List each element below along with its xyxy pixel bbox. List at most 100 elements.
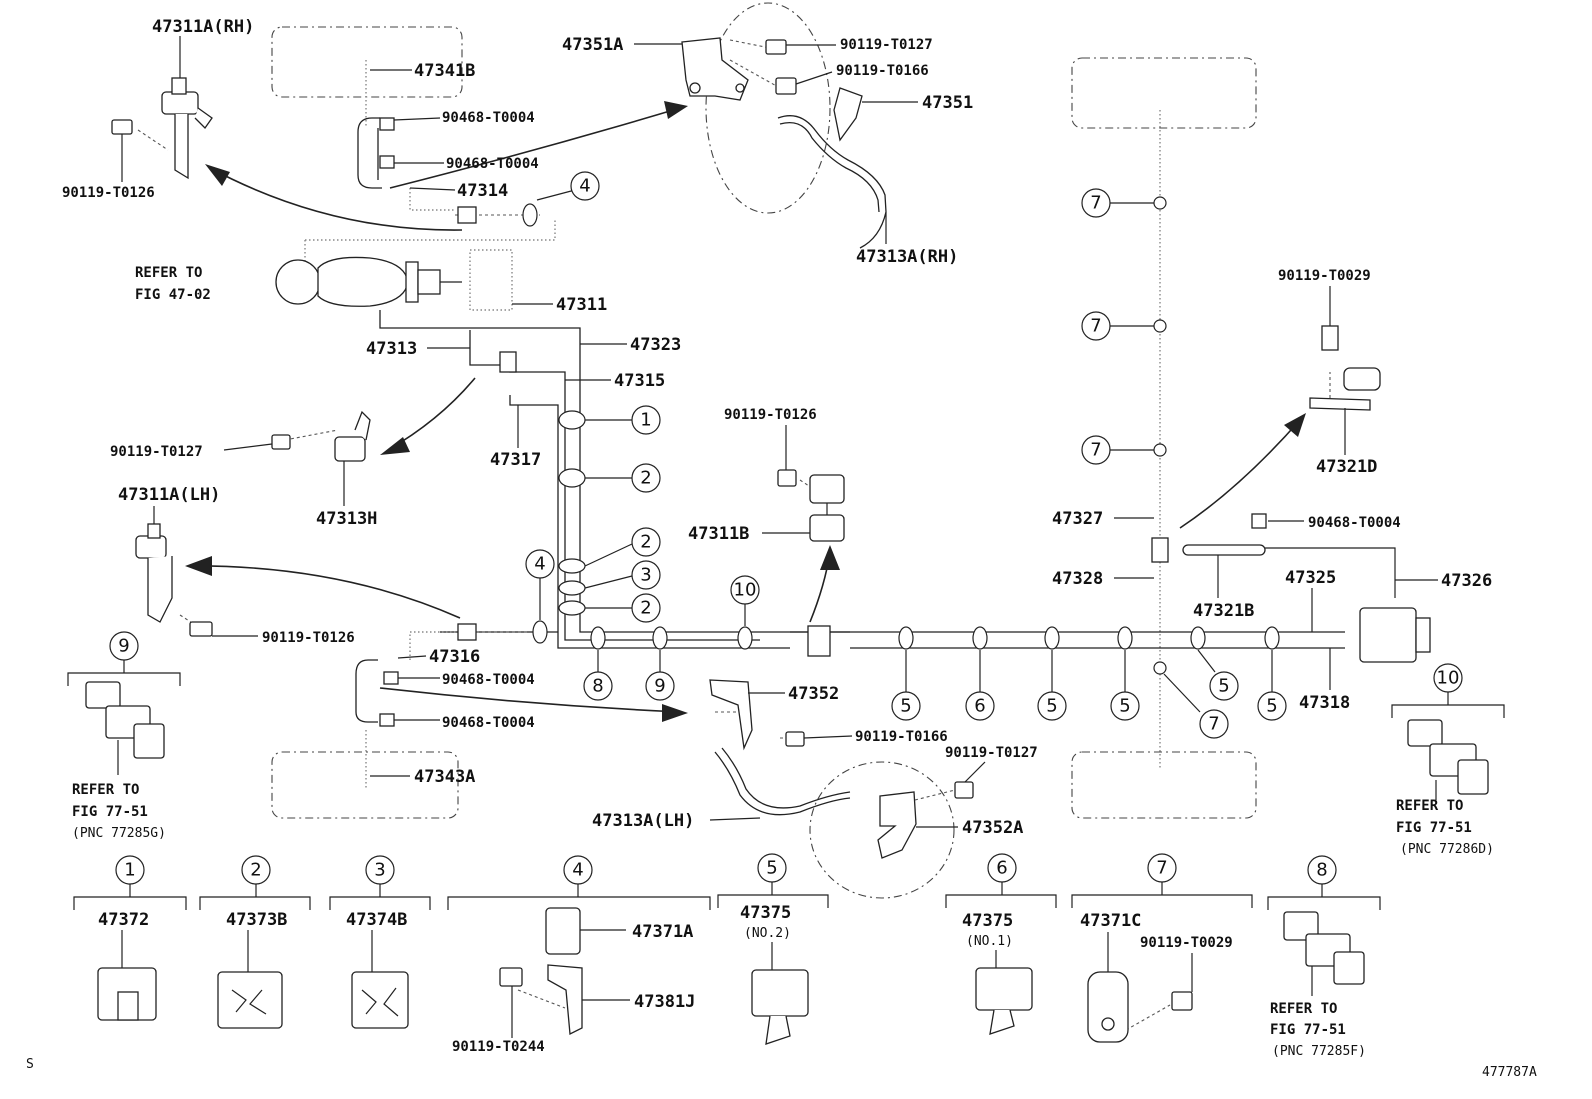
label-47371A: 47371A	[632, 922, 693, 942]
label-47352A: 47352A	[962, 818, 1023, 838]
footer-left-mark: S	[26, 1057, 34, 1072]
key-1: 1 47372	[73, 855, 187, 1021]
part-47311A-lh-bracket	[135, 523, 173, 623]
callout-5-d: 5	[1218, 676, 1229, 697]
label-47341B: 47341B	[414, 61, 475, 81]
arrow-head-47313H	[380, 437, 410, 455]
callout-2-pipe-b: 2	[640, 532, 651, 553]
label-47351: 47351	[922, 93, 973, 113]
ref-callout-9: 9	[118, 636, 129, 657]
fig-77-51-a: FIG 77-51	[72, 804, 148, 820]
label-47328: 47328	[1052, 569, 1103, 589]
label-47351A: 47351A	[562, 35, 623, 55]
reservoir-outline	[469, 249, 513, 311]
fig-77-51-c: FIG 77-51	[1270, 1022, 1346, 1038]
part-47313H	[334, 410, 371, 462]
reservoir-line	[305, 218, 556, 241]
label-90468-T0004-b: 90468-T0004	[446, 156, 539, 172]
key-callout-2: 2	[250, 860, 261, 881]
label-47321D: 47321D	[1316, 457, 1377, 477]
master-cylinder	[275, 256, 462, 307]
part-47311B-bracket	[809, 474, 845, 542]
dash-bolt-47313H	[284, 429, 339, 441]
arrow-head-47352	[662, 704, 688, 722]
detail-ellipse-top	[705, 2, 831, 214]
label-90119-T0126-c: 90119-T0126	[724, 407, 817, 423]
label-90468-T0004-a: 90468-T0004	[442, 110, 535, 126]
callout-6: 6	[974, 696, 985, 717]
label-47374B: 47374B	[346, 910, 407, 930]
hose-upper-left	[357, 117, 382, 189]
clip-90468-a-icon	[379, 117, 395, 131]
arrow-to-47311A-rh	[209, 167, 463, 231]
label-47343A: 47343A	[414, 767, 475, 787]
label-90119-T0029-a: 90119-T0029	[1278, 268, 1371, 284]
callout-5-e: 5	[1266, 696, 1277, 717]
arrow-to-47311A-lh	[191, 565, 461, 619]
arrow-head-47311A-lh	[185, 556, 212, 576]
reference-box-bottom-left	[271, 751, 459, 819]
key-callout-4: 4	[572, 860, 583, 881]
pipe-47313	[469, 330, 505, 366]
label-47311A-rh: 47311A(RH)	[152, 17, 254, 37]
label-47318: 47318	[1299, 693, 1350, 713]
label-90468-T0004-e: 90468-T0004	[1308, 515, 1401, 531]
callout-10-mid: 10	[734, 580, 757, 601]
flex-hose-lh-inner	[721, 747, 851, 809]
label-47326: 47326	[1441, 571, 1492, 591]
bolt-90119-T0166-b-icon	[785, 731, 805, 747]
callout-7-d: 7	[1208, 714, 1219, 735]
label-90468-T0004-c: 90468-T0004	[442, 672, 535, 688]
label-90119-T0126-b: 90119-T0126	[262, 630, 355, 646]
key-callout-6: 6	[996, 858, 1007, 879]
refer-to-a: REFER TO	[135, 265, 202, 281]
label-90119-T0127-c: 90119-T0127	[945, 745, 1038, 761]
clip-90468-b-icon	[379, 155, 395, 169]
part-47351-clip	[833, 87, 863, 142]
flex-hose-lh	[714, 751, 851, 816]
key-callout-3: 3	[374, 860, 385, 881]
callout-3-pipe: 3	[640, 565, 651, 586]
ref-callout-10: 10	[1437, 668, 1460, 689]
key-callout-1: 1	[124, 860, 135, 881]
arrow-head-47311A-rh	[205, 164, 230, 186]
part-47351A-bracket	[681, 37, 749, 101]
callout-2-pipe-a: 2	[640, 468, 651, 489]
callout-7-b: 7	[1090, 316, 1101, 337]
arrow-to-47321D	[1179, 419, 1301, 529]
reference-box-bottom-right	[1071, 751, 1257, 819]
key-4: 4 47371A 47381J 90119-T0244	[447, 855, 711, 1055]
callout-7-c: 7	[1090, 440, 1101, 461]
pipe-main-third	[509, 395, 790, 649]
pnc-77286D: (PNC 77286D)	[1400, 842, 1494, 857]
callout-9-mid: 9	[654, 676, 665, 697]
part-47321D	[1309, 325, 1381, 411]
label-47311B: 47311B	[688, 524, 749, 544]
dash-bolt-47371C	[1125, 1004, 1171, 1031]
label-90119-T0166-a: 90119-T0166	[836, 63, 929, 79]
diagram-id: 477787A	[1482, 1065, 1537, 1080]
callout-7-a: 7	[1090, 193, 1101, 214]
pipe-main-lower	[509, 360, 760, 641]
callout-4-top: 4	[579, 176, 590, 197]
tube-47321B	[1182, 544, 1266, 556]
refer-to-b: REFER TO	[72, 782, 139, 798]
tee-47315	[499, 351, 517, 373]
label-90468-T0004-d: 90468-T0004	[442, 715, 535, 731]
label-47372: 47372	[98, 910, 149, 930]
callout-1-pipe: 1	[640, 410, 651, 431]
label-90119-T0126-a: 90119-T0126	[62, 185, 155, 201]
clip-90468-e-icon	[1251, 513, 1267, 529]
label-47323: 47323	[630, 335, 681, 355]
label-no2: (NO.2)	[744, 926, 791, 941]
label-group: 47311A(RH) 47341B 90468-T0004 90468-T000…	[62, 17, 1492, 838]
key-2: 2 47373B	[199, 855, 311, 1029]
bolt-90119-T0126-b-icon	[189, 621, 213, 637]
bolt-90119-T0127-a-icon	[271, 434, 291, 450]
tee-47327	[1151, 537, 1169, 563]
fig-47-02: FIG 47-02	[135, 287, 211, 303]
label-47311A-lh: 47311A(LH)	[118, 485, 220, 505]
label-47381J: 47381J	[634, 992, 695, 1012]
